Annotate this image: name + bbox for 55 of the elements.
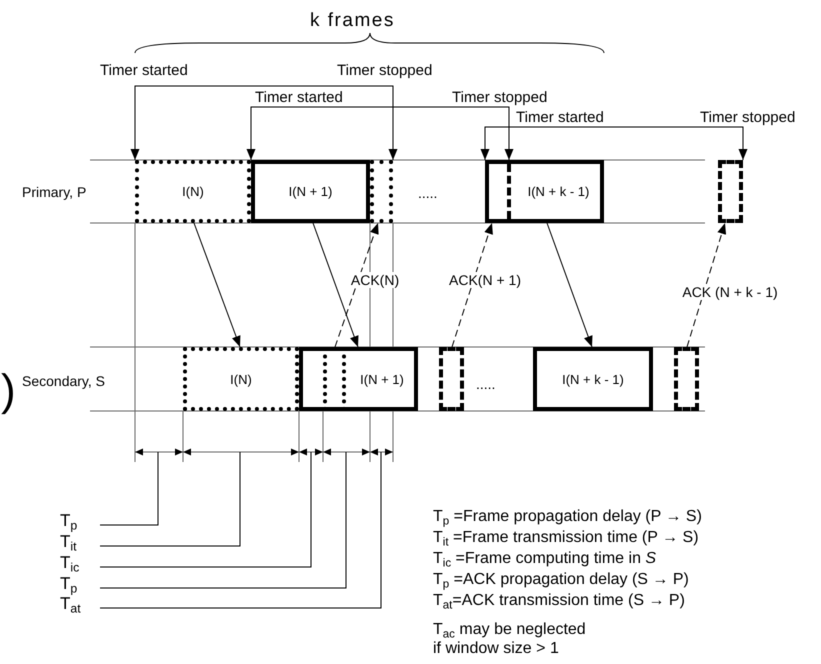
definition: T$_{at}$=ACK transmission time (S → P): [433, 592, 685, 610]
term-symbol: T$_{ic}$: [60, 554, 80, 570]
timer-label: Timer stopped: [452, 89, 548, 107]
frame-label: I(N + k - 1): [528, 185, 590, 198]
edge-label: ACK(N): [350, 272, 400, 288]
frame-box: [485, 160, 604, 223]
note: T$_{ac}$ may be neglected: [433, 621, 586, 639]
leader-line: [100, 452, 312, 568]
timer-label: Timer started: [255, 89, 343, 107]
edge-label: ACK(N + 1): [448, 272, 522, 288]
leader-line: [100, 452, 382, 608]
definition: T$_{ic}$ =Frame computing time in S: [433, 550, 656, 568]
term-symbol: T$_{at}$: [60, 594, 81, 612]
frame-label: I(N): [182, 185, 204, 198]
arrow: [546, 222, 592, 348]
ellipsis: .....: [418, 184, 438, 202]
dashed-frame-box: [718, 160, 743, 223]
arrow: [480, 126, 748, 160]
frame-box: [183, 347, 299, 411]
frame-label: I(N): [230, 372, 252, 386]
definition: T$_{p}$ =Frame propagation delay (P → S): [433, 508, 702, 526]
frame-box: [299, 347, 418, 411]
frame-box: [251, 160, 370, 223]
arrow: [312, 222, 358, 348]
definition: T$_{it}$ =Frame transmission time (P → S): [433, 529, 699, 547]
arrow: [246, 106, 514, 160]
leader-line: [100, 452, 158, 526]
row-label: Secondary, S: [22, 372, 106, 390]
timer-label: Timer started: [100, 62, 188, 80]
ellipsis: .....: [476, 375, 496, 393]
frame-label: I(N + k - 1): [562, 372, 624, 386]
frame-box: [533, 347, 653, 411]
timer-label: Timer stopped: [700, 109, 796, 127]
timer-label: Timer started: [516, 109, 604, 127]
title: k frames: [310, 10, 395, 32]
arrow: [194, 222, 240, 348]
leader-line: [100, 452, 240, 546]
dashed-frame-box: [439, 347, 464, 411]
arrow: [686, 222, 726, 348]
frame-box: [135, 160, 251, 223]
frame-label: I(N + 1): [288, 185, 332, 198]
edge-label: ACK (N + k - 1): [681, 284, 779, 300]
arrow: [130, 86, 398, 160]
dashed-frame-box: [370, 160, 393, 223]
parenthesis: ): [1, 368, 16, 414]
leader-line: [100, 452, 346, 588]
dashed-frame-box: [674, 347, 699, 411]
definition: T$_{p}$ =ACK propagation delay (S → P): [433, 571, 689, 589]
note: if window size > 1: [433, 640, 559, 658]
arrow: [334, 222, 379, 348]
row-label: Primary, P: [22, 183, 86, 201]
term-symbol: T$_{it}$: [60, 532, 77, 550]
arrow: [452, 222, 493, 348]
frame-label: I(N + 1): [360, 372, 404, 386]
timer-label: Timer stopped: [337, 62, 432, 80]
